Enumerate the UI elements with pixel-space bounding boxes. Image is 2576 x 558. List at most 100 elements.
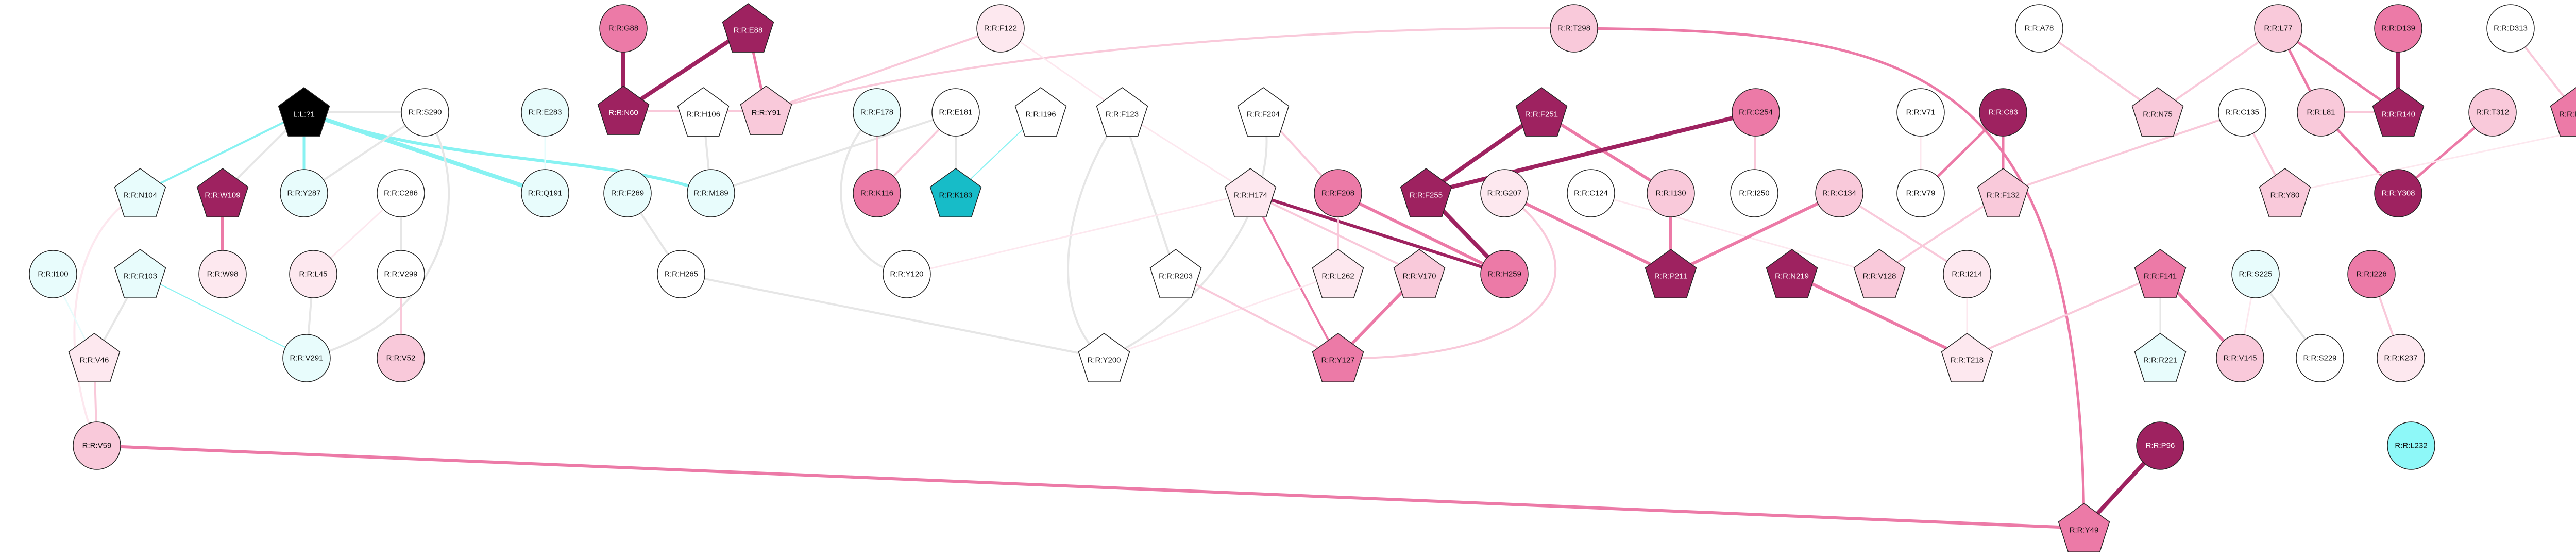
node-r-r-r203[interactable]: R:R:R203 — [1149, 249, 1202, 298]
node-r-r-l81[interactable]: R:R:L81 — [2297, 88, 2345, 137]
node-r-r-f251[interactable]: R:R:F251 — [1515, 87, 1568, 137]
node-r-r-i130[interactable]: R:R:I130 — [1647, 169, 1695, 217]
node-r-r-r316[interactable]: R:R:R316 — [2550, 87, 2576, 137]
node-r-r-h265[interactable]: R:R:H265 — [657, 250, 705, 298]
node-label: R:R:T218 — [1951, 356, 1984, 365]
node-label: R:R:R221 — [2143, 356, 2177, 365]
node-l-l-1[interactable]: L:L:?1 — [278, 87, 330, 137]
node-r-r-y308[interactable]: R:R:Y308 — [2374, 169, 2422, 217]
node-r-r-v291[interactable]: R:R:V291 — [282, 334, 331, 382]
node-r-r-l77[interactable]: R:R:L77 — [2254, 4, 2302, 53]
pentagon-node-shape — [1312, 333, 1364, 382]
edge-r-r-y91-to-r-r-f122 — [765, 27, 1002, 112]
pentagon-node-shape — [740, 86, 792, 135]
node-r-r-n60[interactable]: R:R:N60 — [597, 86, 650, 135]
node-r-r-f123[interactable]: R:R:F123 — [1096, 87, 1148, 137]
node-label: R:R:I226 — [2356, 270, 2386, 279]
node-r-r-v299[interactable]: R:R:V299 — [377, 250, 425, 298]
node-r-r-p211[interactable]: R:R:P211 — [1645, 249, 1697, 298]
node-r-r-d313[interactable]: R:R:D313 — [2486, 4, 2535, 53]
node-r-r-i100[interactable]: R:R:I100 — [29, 250, 77, 298]
node-r-r-f208[interactable]: R:R:F208 — [1314, 169, 1362, 217]
node-r-r-k237[interactable]: R:R:K237 — [2377, 334, 2425, 382]
node-r-r-g207[interactable]: R:R:G207 — [1480, 169, 1529, 217]
node-r-r-s225[interactable]: R:R:S225 — [2231, 250, 2280, 298]
node-r-r-y120[interactable]: R:R:Y120 — [883, 250, 931, 298]
node-r-r-c286[interactable]: R:R:C286 — [377, 169, 425, 217]
node-r-r-w109[interactable]: R:R:W109 — [196, 168, 249, 217]
node-r-r-c124[interactable]: R:R:C124 — [1567, 169, 1615, 217]
node-r-r-h259[interactable]: R:R:H259 — [1480, 250, 1529, 298]
node-r-r-c83[interactable]: R:R:C83 — [1979, 88, 2027, 137]
node-r-r-v145[interactable]: R:R:V145 — [2216, 334, 2264, 382]
node-r-r-f269[interactable]: R:R:F269 — [603, 169, 652, 217]
node-r-r-e283[interactable]: R:R:E283 — [521, 88, 569, 137]
node-r-r-y91[interactable]: R:R:Y91 — [740, 86, 792, 135]
node-r-r-h174[interactable]: R:R:H174 — [1224, 168, 1277, 217]
node-r-r-y200[interactable]: R:R:Y200 — [1078, 333, 1130, 382]
pentagon-node-shape — [1237, 87, 1290, 137]
node-label: R:R:I196 — [1025, 110, 1056, 119]
node-r-r-w98[interactable]: R:R:W98 — [198, 250, 247, 298]
node-r-r-n75[interactable]: R:R:N75 — [2131, 87, 2184, 137]
pentagon-node-shape — [114, 249, 166, 298]
node-r-r-a78[interactable]: R:R:A78 — [2015, 4, 2063, 53]
node-r-r-s290[interactable]: R:R:S290 — [401, 88, 449, 137]
node-r-r-c135[interactable]: R:R:C135 — [2218, 88, 2266, 137]
node-r-r-t312[interactable]: R:R:T312 — [2468, 88, 2517, 137]
node-r-r-r140[interactable]: R:R:R140 — [2372, 87, 2425, 137]
node-label: R:R:R140 — [2381, 110, 2415, 119]
node-r-r-v128[interactable]: R:R:V128 — [1853, 249, 1906, 298]
node-r-r-k183[interactable]: R:R:K183 — [929, 168, 982, 217]
node-r-r-q191[interactable]: R:R:Q191 — [521, 169, 569, 217]
node-r-r-i250[interactable]: R:R:I250 — [1730, 169, 1778, 217]
node-label: R:R:M189 — [693, 189, 728, 198]
circle-node-shape — [2347, 250, 2396, 298]
node-r-r-v46[interactable]: R:R:V46 — [68, 333, 121, 382]
node-r-r-v170[interactable]: R:R:V170 — [1393, 249, 1446, 298]
node-r-r-r103[interactable]: R:R:R103 — [114, 249, 166, 298]
node-label: R:R:L45 — [299, 270, 327, 279]
node-r-r-m189[interactable]: R:R:M189 — [687, 169, 735, 217]
node-r-r-y80[interactable]: R:R:Y80 — [2259, 168, 2311, 217]
node-r-r-f178[interactable]: R:R:F178 — [853, 88, 901, 137]
node-r-r-p96[interactable]: R:R:P96 — [2136, 421, 2184, 470]
node-r-r-y127[interactable]: R:R:Y127 — [1312, 333, 1364, 382]
circle-node-shape — [1480, 169, 1529, 217]
node-r-r-c134[interactable]: R:R:C134 — [1815, 169, 1863, 217]
node-r-r-l232[interactable]: R:R:L232 — [2387, 421, 2435, 470]
node-r-r-f122[interactable]: R:R:F122 — [976, 4, 1025, 53]
node-r-r-e88[interactable]: R:R:E88 — [722, 3, 774, 53]
node-label: R:R:V170 — [1402, 272, 1436, 281]
node-r-r-k116[interactable]: R:R:K116 — [853, 169, 901, 217]
node-r-r-f204[interactable]: R:R:F204 — [1237, 87, 1290, 137]
node-r-r-n104[interactable]: R:R:N104 — [114, 168, 166, 217]
node-r-r-n219[interactable]: R:R:N219 — [1766, 249, 1818, 298]
node-r-r-f141[interactable]: R:R:F141 — [2134, 249, 2187, 298]
node-r-r-l262[interactable]: R:R:L262 — [1312, 249, 1364, 298]
node-r-r-s229[interactable]: R:R:S229 — [2296, 334, 2344, 382]
node-r-r-f255[interactable]: R:R:F255 — [1400, 168, 1452, 217]
node-r-r-i226[interactable]: R:R:I226 — [2347, 250, 2396, 298]
node-r-r-h106[interactable]: R:R:H106 — [677, 87, 730, 137]
node-r-r-y49[interactable]: R:R:Y49 — [2058, 503, 2110, 552]
node-r-r-t218[interactable]: R:R:T218 — [1941, 333, 1993, 382]
circle-node-shape — [2296, 334, 2344, 382]
node-r-r-v59[interactable]: R:R:V59 — [73, 421, 121, 470]
node-r-r-v71[interactable]: R:R:V71 — [1896, 88, 1945, 137]
node-r-r-v52[interactable]: R:R:V52 — [377, 334, 425, 382]
node-r-r-t298[interactable]: R:R:T298 — [1550, 4, 1598, 53]
node-r-r-l45[interactable]: R:R:L45 — [289, 250, 337, 298]
node-r-r-y287[interactable]: R:R:Y287 — [280, 169, 328, 217]
node-r-r-g88[interactable]: R:R:G88 — [599, 4, 648, 53]
node-r-r-v79[interactable]: R:R:V79 — [1896, 169, 1945, 217]
node-r-r-i196[interactable]: R:R:I196 — [1014, 87, 1067, 137]
node-r-r-f132[interactable]: R:R:F132 — [1977, 168, 2029, 217]
node-r-r-d139[interactable]: R:R:D139 — [2374, 4, 2422, 53]
node-r-r-e181[interactable]: R:R:E181 — [931, 88, 980, 137]
node-r-r-c254[interactable]: R:R:C254 — [1732, 88, 1780, 137]
node-r-r-i214[interactable]: R:R:I214 — [1943, 250, 1991, 298]
node-label: R:R:V145 — [2223, 354, 2257, 363]
node-label: R:R:H259 — [1487, 270, 1521, 279]
node-r-r-r221[interactable]: R:R:R221 — [2134, 333, 2187, 382]
